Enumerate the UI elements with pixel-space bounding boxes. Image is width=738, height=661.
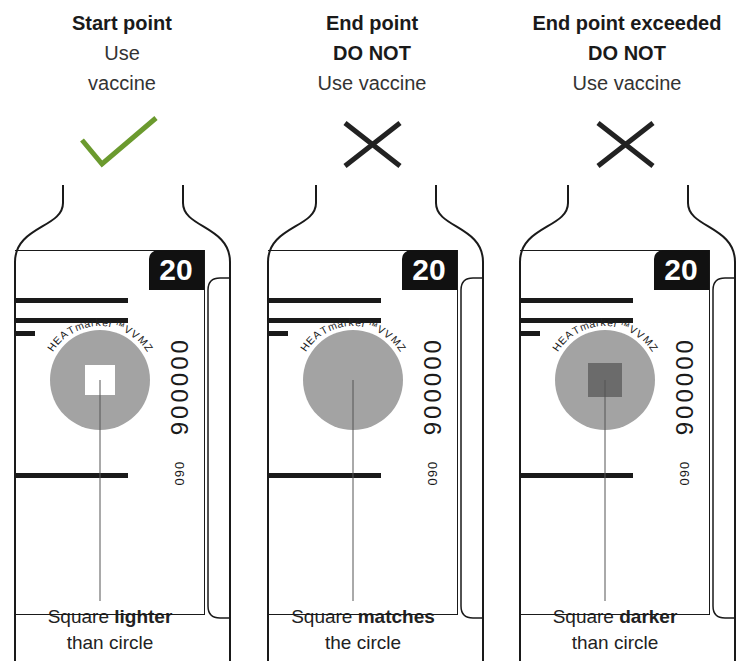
instruction: Use vaccine <box>573 68 682 98</box>
instruction: Use vaccine <box>72 38 172 98</box>
caption: Square darker than circle <box>538 604 693 656</box>
vial-outline <box>15 185 230 661</box>
check-mark <box>82 118 156 164</box>
status-heading: Start point <box>72 8 172 38</box>
vial-outline <box>268 185 483 661</box>
caption: Square lighter than circle <box>33 604 188 656</box>
batch-number: 900000 <box>167 337 193 435</box>
status-heading: End point exceeded <box>533 8 722 38</box>
batch-number: 900000 <box>672 337 698 435</box>
cross-mark <box>345 123 400 166</box>
cross-mark <box>598 123 653 166</box>
leader-line <box>100 380 101 601</box>
lot-code: 090 <box>678 461 692 486</box>
lot-code: 090 <box>173 461 187 486</box>
batch-number: 900000 <box>420 337 446 435</box>
dose-count: 20 <box>402 250 457 290</box>
vial-label: 20HEATmarker™VVMZ900000090 <box>268 250 458 615</box>
warning: DO NOT <box>333 38 411 68</box>
leader-line <box>353 380 354 601</box>
caption: Square matches the circle <box>286 604 441 656</box>
dose-count: 20 <box>654 250 709 290</box>
status-heading: End point <box>326 8 418 38</box>
vial-outline <box>520 185 735 661</box>
instruction: Use vaccine <box>318 68 427 98</box>
vial-label: 20HEATmarker™VVMZ900000090 <box>520 250 710 615</box>
leader-line <box>605 380 606 601</box>
warning: DO NOT <box>588 38 666 68</box>
lot-code: 090 <box>426 461 440 486</box>
dose-count: 20 <box>149 250 204 290</box>
vial-label: 20HEATmarker™VVMZ900000090 <box>15 250 205 615</box>
